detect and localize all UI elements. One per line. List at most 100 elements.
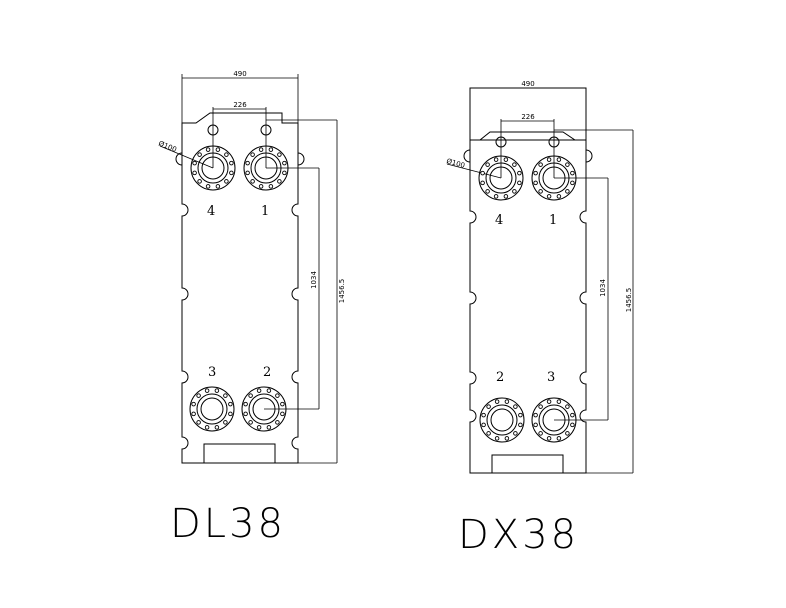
bolt-hole — [250, 179, 255, 184]
bolt-hole — [533, 180, 538, 186]
port-flange — [478, 155, 524, 201]
bolt-hole — [486, 404, 491, 409]
bolt-hole — [280, 411, 285, 417]
port-bore-outer — [538, 162, 570, 194]
bolt-hole — [245, 170, 250, 176]
bolt-hole — [485, 189, 490, 194]
port-flange — [243, 145, 289, 191]
port-label-bottom-right: 2 — [263, 365, 271, 380]
bolt-hole — [275, 420, 280, 425]
port-bore-outer — [485, 162, 517, 194]
bolt-hole — [481, 412, 486, 418]
bolt-hole — [282, 160, 287, 166]
bolt-hole — [570, 170, 575, 176]
port-bore-outer — [196, 393, 228, 425]
bolt-hole — [546, 399, 552, 404]
port-bore-inner — [490, 408, 514, 432]
bolt-hole — [223, 420, 228, 425]
port-bore-inner — [200, 397, 224, 421]
dim-total-height-label: 1456.5 — [338, 279, 346, 304]
bolt-hole — [570, 412, 575, 418]
dim-port-dia-label: Ø100 — [157, 139, 177, 153]
port-4 — [190, 145, 236, 191]
bolt-hole — [517, 170, 522, 176]
bolt-hole — [224, 152, 229, 157]
bolt-hole — [538, 404, 543, 409]
bolt-hole — [538, 189, 543, 194]
dim-hole-spacing-label: 226 — [233, 101, 247, 109]
bolt-hole — [517, 180, 522, 186]
plate-side-notch-top-right — [297, 152, 305, 166]
plate-dx38: 490 226 1456.5 1034 Ø100 4 1 2 3 DX38 — [445, 80, 634, 558]
port-2 — [241, 386, 287, 432]
bolt-hole — [513, 404, 518, 409]
bolt-hole — [275, 393, 280, 398]
bolt-hole — [256, 425, 262, 430]
bolt-hole — [556, 157, 562, 162]
bolt-hole — [248, 393, 253, 398]
bolt-hole — [512, 162, 517, 167]
bolt-hole — [513, 431, 518, 436]
bolt-hole — [533, 412, 538, 418]
dim-total-height-label: 1456.5 — [625, 288, 633, 313]
bolt-hole — [565, 404, 570, 409]
port-3 — [189, 386, 235, 432]
bolt-hole — [538, 162, 543, 167]
port-flange — [531, 397, 577, 443]
port-bore-outer — [197, 152, 229, 184]
bolt-hole — [282, 170, 287, 176]
bolt-hole — [228, 401, 233, 407]
bolt-hole — [556, 194, 562, 199]
bolt-hole — [504, 436, 510, 441]
bolt-hole — [204, 388, 210, 393]
bolt-hole — [228, 411, 233, 417]
bolt-hole — [229, 170, 234, 176]
plate-side-notch-top-left — [463, 149, 471, 163]
bolt-hole — [243, 401, 248, 407]
bolt-hole — [565, 162, 570, 167]
bolt-hole — [215, 147, 221, 152]
bolt-hole — [512, 189, 517, 194]
bolt-hole — [486, 431, 491, 436]
port-2 — [479, 397, 525, 443]
port-bore-inner — [252, 397, 276, 421]
bolt-hole — [204, 425, 210, 430]
port-bore-inner — [254, 156, 278, 180]
port-4 — [478, 155, 524, 201]
bolt-hole — [570, 180, 575, 186]
bolt-hole — [224, 179, 229, 184]
bolt-hole — [533, 422, 538, 428]
bolt-hole — [556, 399, 562, 404]
model-label: DX38 — [458, 512, 579, 558]
bolt-hole — [191, 411, 196, 417]
port-bore-inner — [201, 156, 225, 180]
port-bore-inner — [542, 166, 566, 190]
bolt-hole — [565, 431, 570, 436]
bolt-hole — [504, 399, 510, 404]
bolt-hole — [229, 160, 234, 166]
bolt-hole — [258, 184, 264, 189]
bolt-hole — [258, 147, 264, 152]
bolt-hole — [546, 436, 552, 441]
bolt-hole — [481, 422, 486, 428]
port-1 — [531, 155, 577, 201]
bolt-hole — [192, 160, 197, 166]
bolt-hole — [191, 401, 196, 407]
bolt-hole — [503, 194, 509, 199]
port-flange — [531, 155, 577, 201]
port-1 — [243, 145, 289, 191]
bolt-hole — [266, 388, 272, 393]
dim-width-label: 490 — [233, 70, 246, 78]
bolt-hole — [223, 393, 228, 398]
port-flange — [241, 386, 287, 432]
bolt-hole — [546, 194, 552, 199]
dim-hole-spacing-label: 226 — [521, 113, 535, 121]
plate-side-notch-top-right — [585, 149, 593, 163]
bolt-hole — [268, 184, 274, 189]
bolt-hole — [248, 420, 253, 425]
bolt-hole — [480, 180, 485, 186]
port-bore-inner — [542, 408, 566, 432]
port-label-top-left: 4 — [495, 213, 503, 228]
bolt-hole — [192, 170, 197, 176]
